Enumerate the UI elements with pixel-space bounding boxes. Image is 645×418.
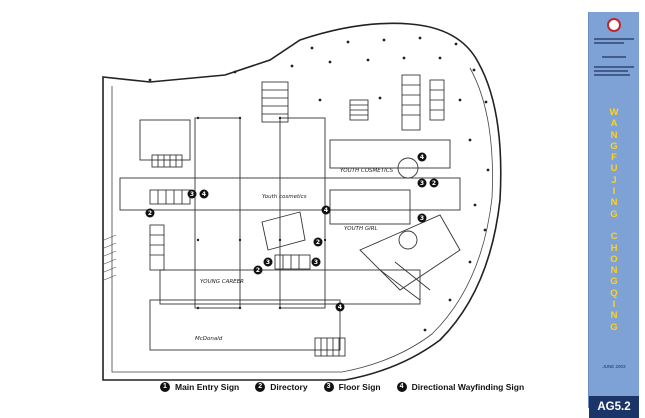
legend-item-main-entry-sign: 1 Main Entry Sign xyxy=(160,382,239,392)
sign-marker: 4 xyxy=(335,302,345,312)
svg-text:4: 4 xyxy=(420,154,424,161)
svg-text:2: 2 xyxy=(316,239,320,246)
company-logo-icon xyxy=(607,18,621,32)
legend-label: Directory xyxy=(270,382,308,392)
svg-text:2: 2 xyxy=(256,267,260,274)
sign-marker: 3 xyxy=(417,213,427,223)
sign-marker: 4 xyxy=(321,205,331,215)
legend-item-floor-sign: 3 Floor Sign xyxy=(323,382,381,392)
legend-label: Main Entry Sign xyxy=(175,382,240,392)
consultant-logo-line xyxy=(602,56,626,58)
project-name-letter: G xyxy=(610,208,618,220)
legend-item-directional-wayfinding-sign: 4 Directional Wayfinding Sign xyxy=(396,382,525,392)
label-youth-girl: YOUTH GIRL xyxy=(344,226,378,232)
project-name-letter: G xyxy=(610,140,618,152)
svg-text:2: 2 xyxy=(432,180,436,187)
svg-text:4: 4 xyxy=(202,191,206,198)
legend: 1 Main Entry Sign 2 Directory 3 Floor Si… xyxy=(160,382,540,392)
project-name-letter: J xyxy=(611,174,617,186)
project-name-letter: F xyxy=(611,152,617,164)
legend-item-directory: 2 Directory xyxy=(255,382,308,392)
project-name-letter: G xyxy=(610,276,618,288)
legend-number: 4 xyxy=(396,382,407,392)
legend-number: 1 xyxy=(160,382,170,392)
sign-markers: 4 3 2 3 3 4 2 4 2 3 2 3 4 xyxy=(145,152,439,312)
corridors xyxy=(119,117,461,351)
project-name-letter: G xyxy=(610,321,618,333)
logo-caption-line xyxy=(594,42,624,44)
sign-marker: 4 xyxy=(199,189,209,199)
legend-label: Floor Sign xyxy=(338,382,381,392)
consultant-text-line xyxy=(594,66,634,68)
project-name-letter: N xyxy=(610,129,618,141)
label-young-career: YOUNG CAREER xyxy=(200,279,244,285)
sign-marker: 2 xyxy=(429,178,439,188)
project-name-letter: H xyxy=(610,242,618,254)
legend-number: 2 xyxy=(255,382,266,392)
inner-outline xyxy=(111,67,493,373)
label-mcdonald: McDonald xyxy=(195,336,223,342)
svg-text:4: 4 xyxy=(324,207,328,214)
project-name-letter xyxy=(589,220,639,231)
project-name-letter: N xyxy=(610,265,618,277)
label-youth-cosmetics: Youth cosmetics xyxy=(262,194,307,200)
project-name-letter: O xyxy=(610,253,618,265)
project-name-letter: U xyxy=(610,163,618,175)
consultant-text-line xyxy=(594,74,630,76)
consultant-text-line xyxy=(594,70,628,72)
project-name-letter: N xyxy=(610,197,618,209)
svg-text:2: 2 xyxy=(148,210,152,217)
svg-text:3: 3 xyxy=(190,191,194,198)
svg-text:3: 3 xyxy=(314,259,318,266)
left-hatch xyxy=(103,234,117,281)
sign-marker: 3 xyxy=(263,257,273,267)
project-name-letter: C xyxy=(610,231,618,243)
svg-text:3: 3 xyxy=(420,215,424,222)
atrium xyxy=(261,157,431,301)
sheet-number: AG5.2 xyxy=(589,396,639,418)
project-name-letter: I xyxy=(612,186,616,198)
project-name-letter: Q xyxy=(610,287,618,299)
svg-text:4: 4 xyxy=(338,304,342,311)
sign-marker: 3 xyxy=(417,178,427,188)
sign-marker: 3 xyxy=(311,257,321,267)
project-name-letter: I xyxy=(612,299,616,311)
sheet-date: JUNE 2003 xyxy=(602,364,626,369)
sign-marker: 2 xyxy=(313,237,323,247)
svg-text:3: 3 xyxy=(420,180,424,187)
logo-caption-line xyxy=(594,38,634,40)
stairs xyxy=(149,74,445,357)
columns xyxy=(148,36,490,332)
sign-marker: 4 xyxy=(417,152,427,162)
project-name-letter: N xyxy=(610,310,618,322)
legend-number: 3 xyxy=(323,382,334,392)
sign-marker: 2 xyxy=(253,265,263,275)
building-outline xyxy=(102,22,502,381)
project-name-letter: A xyxy=(610,118,618,130)
project-name-letter: W xyxy=(609,107,619,118)
sign-marker: 2 xyxy=(145,208,155,218)
svg-text:3: 3 xyxy=(266,259,270,266)
label-youth-cosmetics-top: YOUTH COSMETICS xyxy=(340,168,394,174)
sign-marker: 3 xyxy=(187,189,197,199)
legend-label: Directional Wayfinding Sign xyxy=(411,382,525,392)
